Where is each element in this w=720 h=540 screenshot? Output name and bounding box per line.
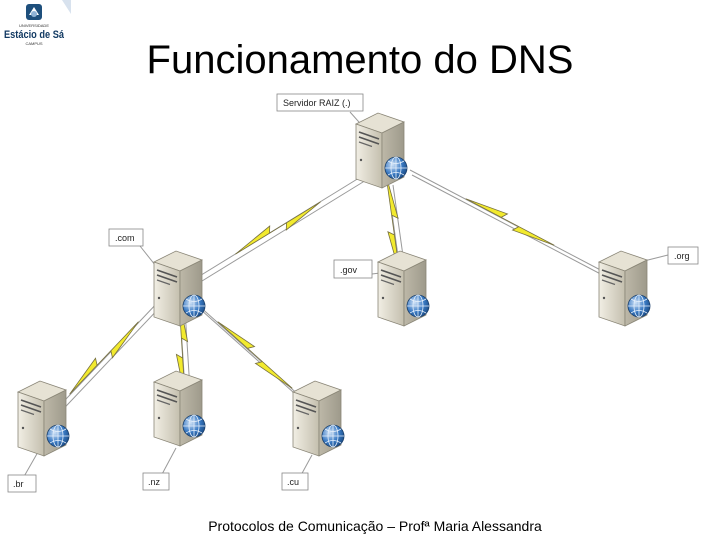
logo-corner-decoration — [62, 0, 71, 14]
bolt-com-br — [64, 317, 144, 399]
label-root-text: Servidor RAIZ (.) — [283, 98, 351, 108]
label-nz-text: .nz — [148, 477, 161, 487]
server-nz-icon — [153, 370, 206, 447]
link-lightning-bolts — [64, 174, 558, 399]
server-gov-icon — [377, 250, 430, 327]
label-cu: .cu — [281, 472, 309, 491]
label-nz: .nz — [142, 472, 170, 491]
servers — [17, 112, 651, 457]
bolt-root-org — [462, 193, 558, 251]
label-gov-text: .gov — [340, 265, 358, 275]
university-logo: UNIVERSIDADE Estácio de Sá CAMPUS — [2, 2, 66, 48]
logo-line1: UNIVERSIDADE — [19, 23, 49, 28]
label-com: .com — [108, 228, 144, 247]
label-root: Servidor RAIZ (.) — [276, 93, 364, 112]
bolt-root-com — [231, 196, 325, 260]
label-org-text: .org — [674, 251, 690, 261]
label-br-text: .br — [13, 479, 24, 489]
server-cu-icon — [292, 380, 345, 457]
label-br: .br — [7, 474, 37, 493]
label-cu-text: .cu — [287, 477, 299, 487]
server-root-icon — [355, 112, 408, 189]
label-com-text: .com — [115, 233, 135, 243]
slide-title: Funcionamento do DNS — [146, 38, 574, 82]
server-org-icon — [598, 250, 651, 327]
server-com-icon — [153, 250, 206, 327]
slide-footer: Protocolos de Comunicação – Profª Maria … — [208, 518, 542, 534]
node-labels: Servidor RAIZ (.) .com .gov .org .br .nz… — [7, 93, 699, 493]
logo-line3: CAMPUS — [25, 41, 42, 46]
logo-brand: Estácio de Sá — [4, 29, 65, 41]
label-gov: .gov — [333, 259, 373, 279]
logo-emblem-icon — [26, 4, 42, 20]
label-org: .org — [667, 246, 699, 265]
server-br-icon — [17, 380, 70, 457]
connection-lines — [21, 111, 669, 481]
bolt-com-cu — [213, 316, 297, 394]
